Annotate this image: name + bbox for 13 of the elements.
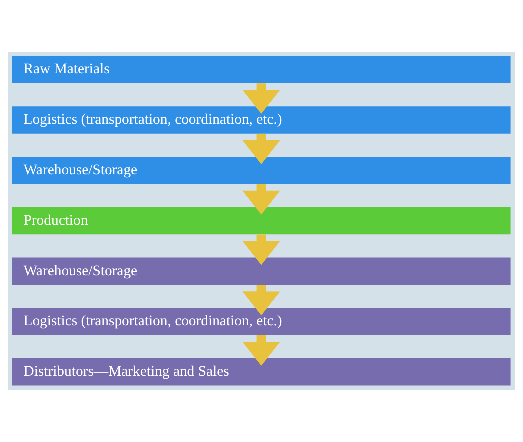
node-box: Production [12,207,511,235]
arrow [242,336,280,366]
arrow [242,234,280,266]
node-box: Warehouse/Storage [12,156,511,184]
node-box: Warehouse/Storage [12,258,511,286]
arrow [242,84,280,114]
node-box: Logistics (transportation, coordination, etc.) [12,106,511,134]
arrow [242,285,280,316]
arrow [242,184,280,215]
node-box: Logistics (transportation, coordination, etc.) [12,308,511,336]
node-box: Raw Materials [12,56,511,84]
arrow [242,134,280,164]
node-box: Distributors—Marketing and Sales [12,358,511,386]
